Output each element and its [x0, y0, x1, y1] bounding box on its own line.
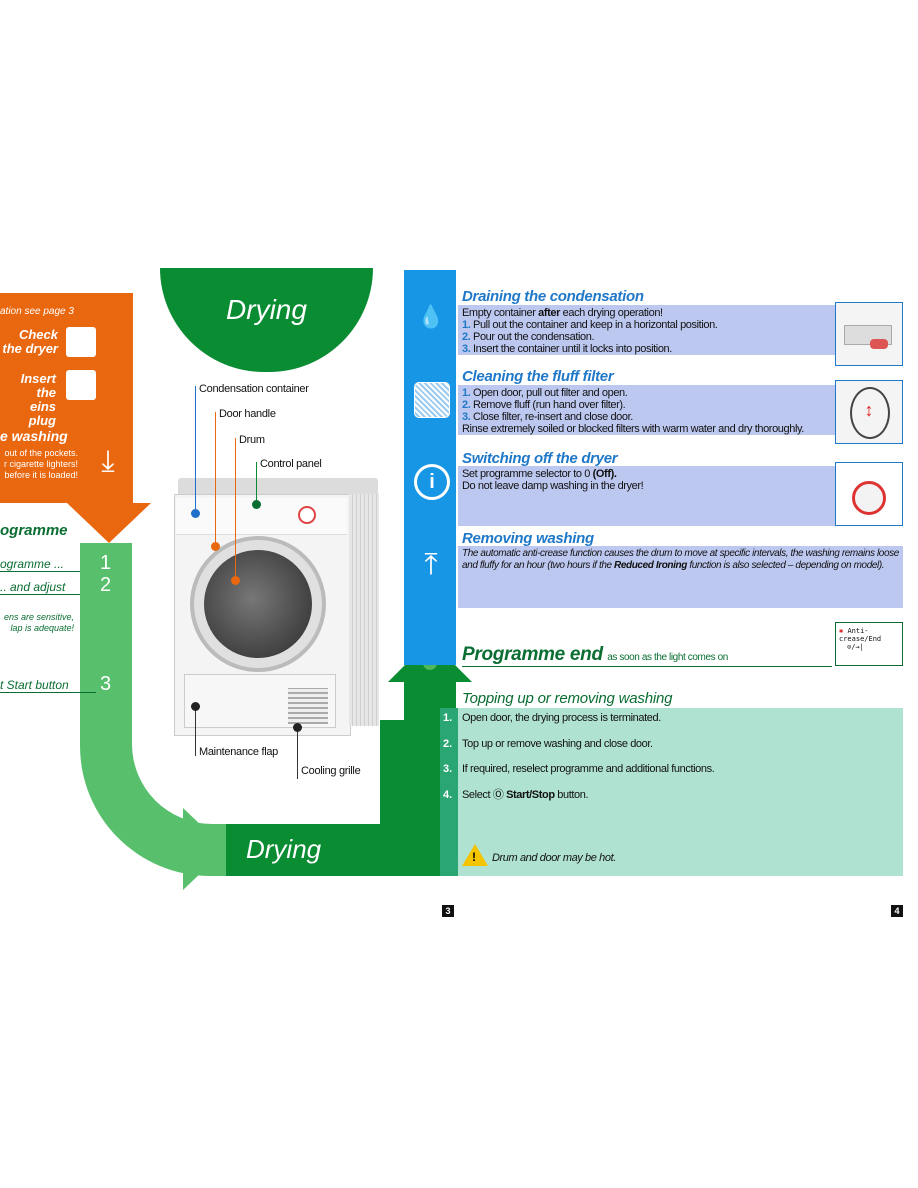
label-maintenance: Maintenance flap [199, 746, 278, 758]
dot-condensation [191, 509, 200, 518]
topping-num-1: 1. [443, 712, 453, 724]
programme-title: ogramme [0, 522, 68, 539]
line-cooling [297, 727, 298, 779]
dryer-grille [288, 688, 328, 724]
topping-step-3: If required, reselect programme and addi… [462, 763, 715, 775]
container-image [835, 302, 903, 366]
switching-panel [458, 466, 835, 526]
switching-title: Switching off the dryer [462, 450, 618, 467]
bottom-drying-label: Drying [246, 834, 322, 864]
dryer-knob [298, 506, 316, 524]
green-arrow-right [183, 808, 226, 890]
fluff-panel [458, 385, 835, 435]
dot-cooling [293, 723, 302, 732]
fluff-title: Cleaning the fluff filter [462, 368, 614, 385]
step1-label: ogramme ... [0, 557, 80, 572]
end-indicator-box: ✱ Anti-crease/End ⊙/→| [835, 622, 903, 666]
topping-num-2: 2. [443, 738, 453, 750]
load-down-icon: ⤓ [101, 445, 115, 478]
warning-mark: ! [472, 850, 476, 864]
step2-label: .. and adjust [0, 580, 80, 595]
topping-step-1: Open door, the drying process is termina… [462, 712, 661, 724]
line-maintenance [195, 706, 196, 756]
prog-end-title: Programme end as soon as the light comes… [462, 644, 832, 667]
sensitive-text: ens are sensitive,lap is adequate! [3, 612, 74, 633]
filter-image: ↕ [835, 380, 903, 444]
ref-note: ation see page 3 [0, 306, 74, 317]
step-num-2: 2 [100, 574, 112, 596]
warning-text: Drum and door may be hot. [492, 852, 616, 864]
line-door-handle [215, 412, 216, 546]
topping-panel [458, 708, 903, 876]
water-drops-icon: 💧 [417, 304, 445, 329]
removing-up-icon: ⤒ [424, 548, 438, 581]
page-number-4: 4 [891, 905, 903, 917]
start-button-label: t Start button [0, 678, 96, 693]
end-light-icon: ✱ [839, 627, 844, 635]
drying-title: Drying [226, 294, 307, 325]
info-icon: i [414, 464, 450, 500]
label-drum: Drum [239, 434, 265, 446]
dot-maintenance [191, 702, 200, 711]
label-cooling: Cooling grille [301, 765, 361, 777]
label-door-handle: Door handle [219, 408, 276, 420]
washing-label: e washing [0, 428, 68, 444]
label-control-panel: Control panel [260, 458, 322, 470]
check-dryer-icon [66, 327, 96, 357]
removing-text: The automatic anti-crease function cause… [462, 548, 899, 571]
dot-control-panel [252, 500, 261, 509]
step-num-3: 3 [100, 673, 112, 695]
line-drum [235, 438, 236, 580]
dryer-illustration [170, 478, 390, 740]
dot-door-handle [211, 542, 220, 551]
switching-text: Set programme selector to 0 (Off). Do no… [462, 468, 644, 492]
orange-arrow-head [67, 503, 151, 543]
dryer-side [349, 494, 379, 726]
dot-drum [231, 576, 240, 585]
page-number-3: 3 [442, 905, 454, 917]
topping-step-4: Select Ⓞ Start/Stop button. [462, 789, 589, 801]
plug-icon [66, 370, 96, 400]
dryer-drum [204, 550, 312, 658]
fluff-text: 1. Open door, pull out filter and open. … [462, 387, 804, 435]
warning-icon [462, 844, 488, 866]
draining-title: Draining the condensation [462, 288, 644, 305]
filter-icon [414, 382, 450, 418]
dryer-control-panel [176, 498, 347, 535]
step-num-1: 1 [100, 552, 112, 574]
topping-num-3: 3. [443, 763, 453, 775]
topping-title: Topping up or removing washing [462, 690, 673, 707]
removing-title: Removing washing [462, 530, 594, 547]
dryer-top [178, 478, 378, 496]
pockets-text: out of the pockets.r cigarette lighters!… [3, 448, 78, 480]
draining-text: Empty container after each drying operat… [462, 307, 718, 355]
draining-panel [458, 305, 835, 355]
removing-panel [458, 546, 903, 608]
line-control-panel [256, 462, 257, 504]
topping-num-4: 4. [443, 789, 453, 801]
topping-sidebar [440, 708, 458, 876]
selector-image [835, 462, 903, 526]
topping-step-2: Top up or remove washing and close door. [462, 738, 653, 750]
label-condensation: Condensation container [199, 383, 309, 395]
line-condensation [195, 386, 196, 514]
